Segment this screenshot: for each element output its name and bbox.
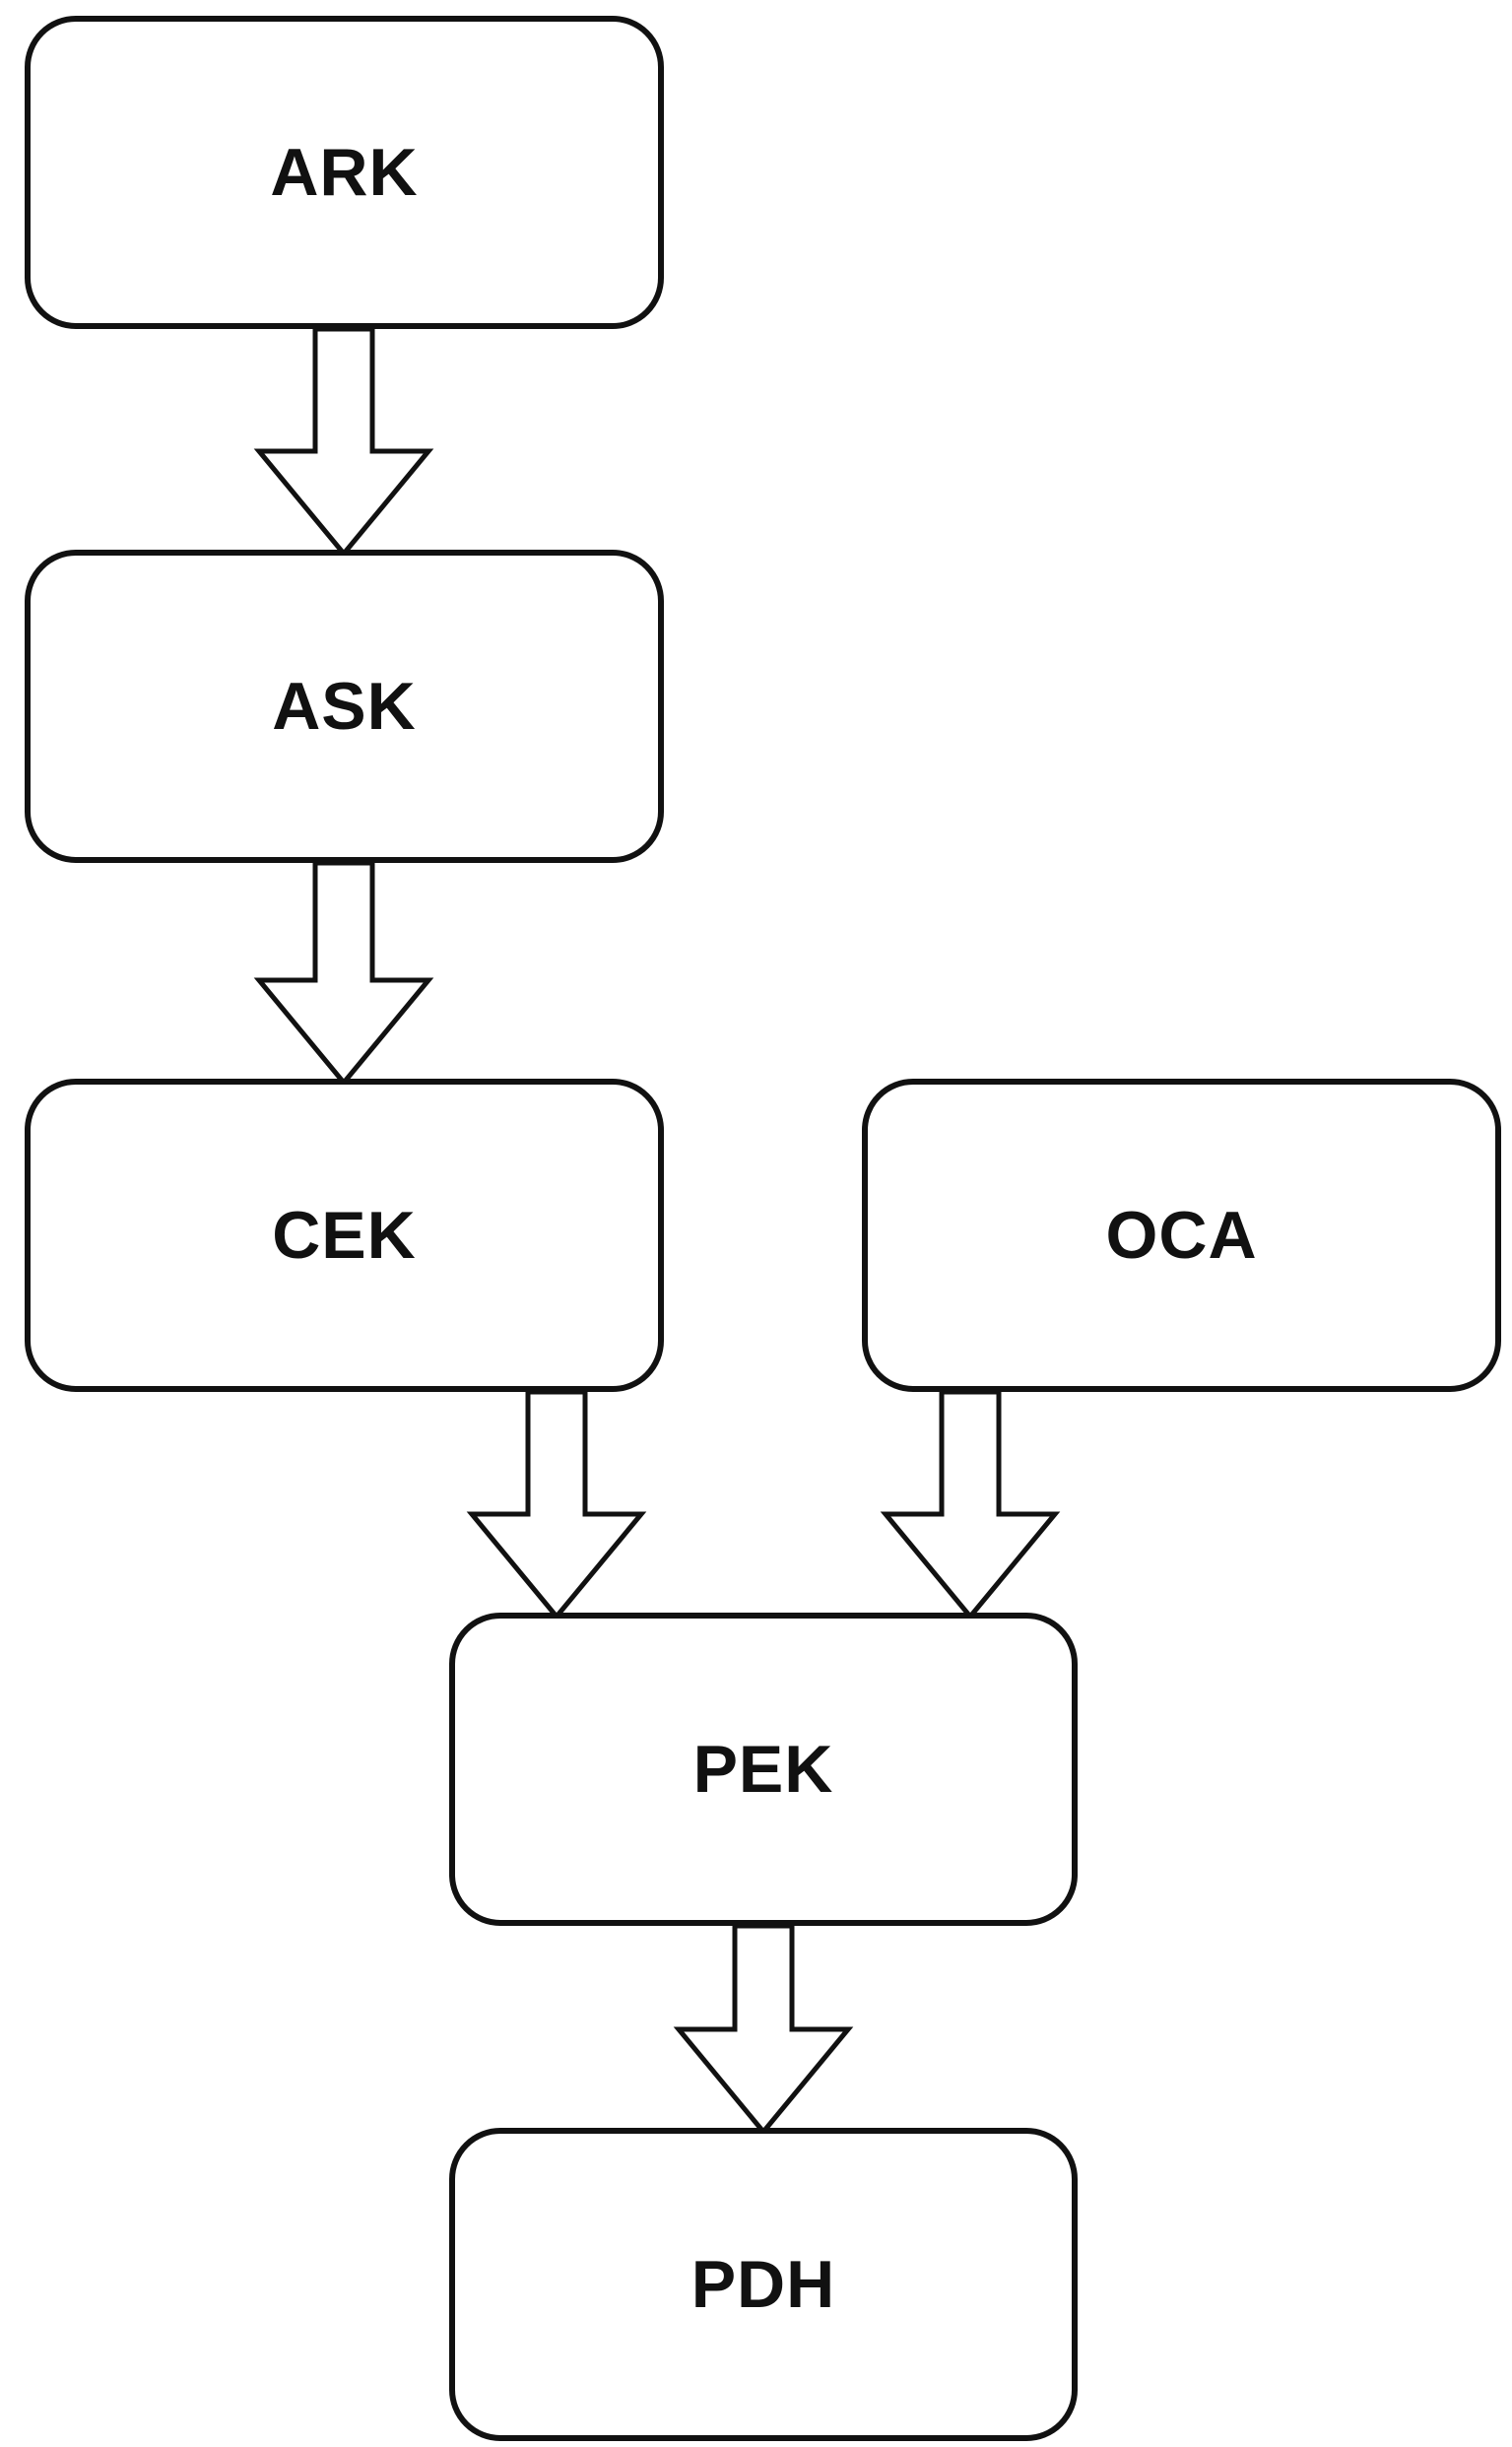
flow-node-oca: OCA [862,1079,1501,1392]
flow-node-pdh-label: PDH [690,2247,836,2322]
flow-node-pek: PEK [449,1613,1078,1926]
flow-node-ask-label: ASK [272,669,417,744]
flow-node-cek-label: CEK [272,1198,417,1273]
flow-node-ask: ASK [25,550,664,863]
arrow-ask-to-cek-icon [253,860,434,1087]
flow-node-pdh: PDH [449,2128,1078,2441]
flow-node-cek: CEK [25,1079,664,1392]
arrow-ark-to-ask-icon [253,326,434,558]
flow-node-oca-label: OCA [1105,1198,1258,1273]
arrow-oca-to-pek-icon [880,1389,1061,1620]
flow-node-ark: ARK [25,16,664,329]
flow-node-pek-label: PEK [692,1732,834,1807]
flow-node-ark-label: ARK [270,135,419,210]
arrow-cek-to-pek-icon [466,1389,647,1620]
arrow-pek-to-pdh-icon [673,1923,854,2136]
